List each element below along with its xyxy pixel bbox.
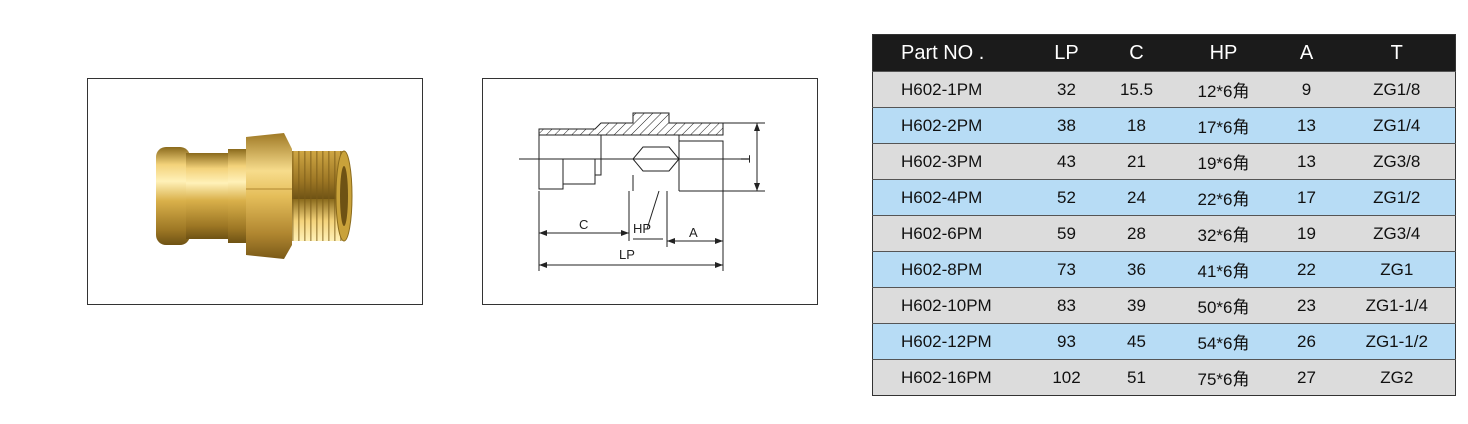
product-photo-frame — [87, 78, 423, 305]
cell-lp: 102 — [1032, 359, 1101, 396]
cell-lp: 93 — [1032, 323, 1101, 360]
label-lp: LP — [619, 247, 635, 262]
cell-hp: 19*6角 — [1172, 143, 1275, 180]
table-row: H602-10PM 83 39 50*6角 23 ZG1-1/4 — [872, 287, 1456, 324]
cell-hp: 22*6角 — [1172, 179, 1275, 216]
cell-a: 19 — [1274, 215, 1339, 252]
table-row: H602-8PM 73 36 41*6角 22 ZG1 — [872, 251, 1456, 288]
label-c: C — [579, 217, 588, 232]
spec-table: Part NO . LP C HP A T H602-1PM 32 15.5 1… — [872, 34, 1456, 396]
cell-part-no: H602-6PM — [872, 215, 1033, 252]
header-hp: HP — [1172, 34, 1275, 72]
cell-a: 9 — [1274, 71, 1339, 108]
table-row: H602-3PM 43 21 19*6角 13 ZG3/8 — [872, 143, 1456, 180]
cell-a: 13 — [1274, 143, 1339, 180]
cell-c: 39 — [1100, 287, 1173, 324]
cell-t: ZG1/2 — [1338, 179, 1456, 216]
cell-hp: 12*6角 — [1172, 71, 1275, 108]
cell-a: 13 — [1274, 107, 1339, 144]
header-part-no: Part NO . — [872, 34, 1033, 72]
header-c: C — [1100, 34, 1173, 72]
hp-leader — [646, 190, 660, 230]
cell-hp: 50*6角 — [1172, 287, 1275, 324]
cell-hp: 75*6角 — [1172, 359, 1275, 396]
cell-lp: 32 — [1032, 71, 1101, 108]
cell-c: 51 — [1100, 359, 1173, 396]
cell-c: 21 — [1100, 143, 1173, 180]
cell-lp: 52 — [1032, 179, 1101, 216]
cell-lp: 43 — [1032, 143, 1101, 180]
section-hatch — [538, 112, 724, 136]
cell-part-no: H602-10PM — [872, 287, 1033, 324]
brass-fitting-photo — [156, 133, 353, 259]
table-row: H602-16PM 102 51 75*6角 27 ZG2 — [872, 359, 1456, 396]
cell-t: ZG1/8 — [1338, 71, 1456, 108]
cell-hp: 41*6角 — [1172, 251, 1275, 288]
table-row: H602-1PM 32 15.5 12*6角 9 ZG1/8 — [872, 71, 1456, 108]
cell-c: 28 — [1100, 215, 1173, 252]
table-row: H602-6PM 59 28 32*6角 19 ZG3/4 — [872, 215, 1456, 252]
cell-part-no: H602-1PM — [872, 71, 1033, 108]
cell-hp: 54*6角 — [1172, 323, 1275, 360]
technical-drawing-frame: C HP A LP T — [482, 78, 818, 305]
cell-c: 45 — [1100, 323, 1173, 360]
table-row: H602-4PM 52 24 22*6角 17 ZG1/2 — [872, 179, 1456, 216]
hex-nut — [246, 133, 292, 259]
technical-drawing: C HP A LP T — [519, 112, 765, 271]
cell-t: ZG1/4 — [1338, 107, 1456, 144]
cell-t: ZG1-1/4 — [1338, 287, 1456, 324]
label-hp: HP — [633, 221, 651, 236]
cell-lp: 83 — [1032, 287, 1101, 324]
table-header-row: Part NO . LP C HP A T — [872, 34, 1456, 72]
cell-t: ZG2 — [1338, 359, 1456, 396]
socket-neck — [186, 153, 234, 239]
cell-a: 22 — [1274, 251, 1339, 288]
cell-a: 26 — [1274, 323, 1339, 360]
threaded-end — [292, 151, 344, 241]
cell-part-no: H602-12PM — [872, 323, 1033, 360]
table-row: H602-2PM 38 18 17*6角 13 ZG1/4 — [872, 107, 1456, 144]
cell-c: 24 — [1100, 179, 1173, 216]
label-a: A — [689, 225, 698, 240]
cell-a: 17 — [1274, 179, 1339, 216]
cell-a: 23 — [1274, 287, 1339, 324]
cell-hp: 17*6角 — [1172, 107, 1275, 144]
socket-body — [156, 147, 190, 245]
cell-c: 18 — [1100, 107, 1173, 144]
cell-lp: 73 — [1032, 251, 1101, 288]
cell-part-no: H602-3PM — [872, 143, 1033, 180]
header-a: A — [1274, 34, 1339, 72]
cell-t: ZG3/4 — [1338, 215, 1456, 252]
cell-part-no: H602-8PM — [872, 251, 1033, 288]
cell-part-no: H602-2PM — [872, 107, 1033, 144]
cell-lp: 38 — [1032, 107, 1101, 144]
table-row: H602-12PM 93 45 54*6角 26 ZG1-1/2 — [872, 323, 1456, 360]
label-t: T — [738, 155, 753, 163]
cell-a: 27 — [1274, 359, 1339, 396]
cell-part-no: H602-4PM — [872, 179, 1033, 216]
header-t: T — [1338, 34, 1456, 72]
cell-c: 15.5 — [1100, 71, 1173, 108]
cell-t: ZG1 — [1338, 251, 1456, 288]
cell-t: ZG1-1/2 — [1338, 323, 1456, 360]
cell-part-no: H602-16PM — [872, 359, 1033, 396]
cell-c: 36 — [1100, 251, 1173, 288]
cell-t: ZG3/8 — [1338, 143, 1456, 180]
socket-collar — [228, 149, 246, 243]
header-lp: LP — [1032, 34, 1101, 72]
cell-hp: 32*6角 — [1172, 215, 1275, 252]
cell-lp: 59 — [1032, 215, 1101, 252]
